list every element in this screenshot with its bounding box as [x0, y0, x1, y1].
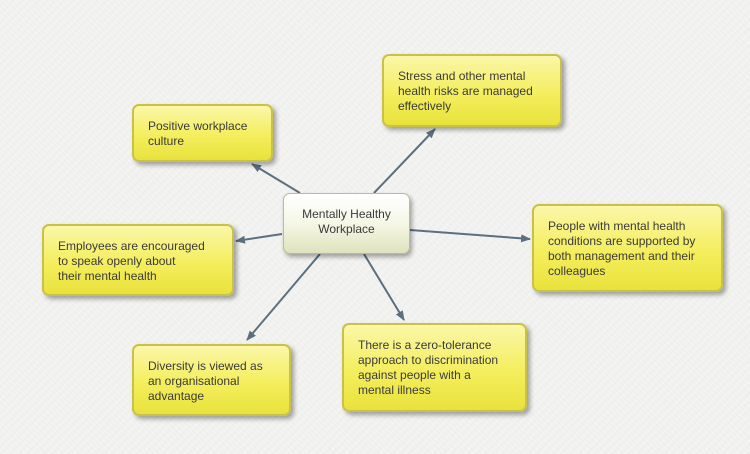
- node-label: People with mental health conditions are…: [548, 219, 696, 278]
- node-label: Positive workplace culture: [148, 119, 248, 148]
- connector-arrow-speak: [235, 233, 283, 244]
- node-supported: People with mental health conditions are…: [532, 204, 723, 292]
- node-label: There is a zero-tolerance approach to di…: [358, 338, 499, 397]
- node-stress-managed: Stress and other mental health risks are…: [382, 54, 562, 127]
- node-label: Employees are encouraged to speak openly…: [58, 239, 205, 283]
- node-speak-openly: Employees are encouraged to speak openly…: [42, 224, 234, 296]
- node-label: Diversity is viewed as an organisational…: [148, 359, 263, 403]
- node-label: Stress and other mental health risks are…: [398, 69, 533, 113]
- connector-arrow-stress: [373, 128, 436, 194]
- connector-arrow-supported: [409, 229, 531, 243]
- node-positive-culture: Positive workplace culture: [132, 104, 273, 162]
- node-zero-tolerance: There is a zero-tolerance approach to di…: [342, 323, 527, 412]
- connector-arrow-zero: [363, 253, 405, 321]
- connector-arrow-culture: [251, 163, 301, 194]
- central-topic-label: Mentally Healthy Workplace: [302, 207, 391, 236]
- connector-arrow-diversity: [246, 253, 321, 341]
- node-diversity: Diversity is viewed as an organisational…: [132, 344, 291, 416]
- central-topic-box: Mentally Healthy Workplace: [283, 193, 410, 254]
